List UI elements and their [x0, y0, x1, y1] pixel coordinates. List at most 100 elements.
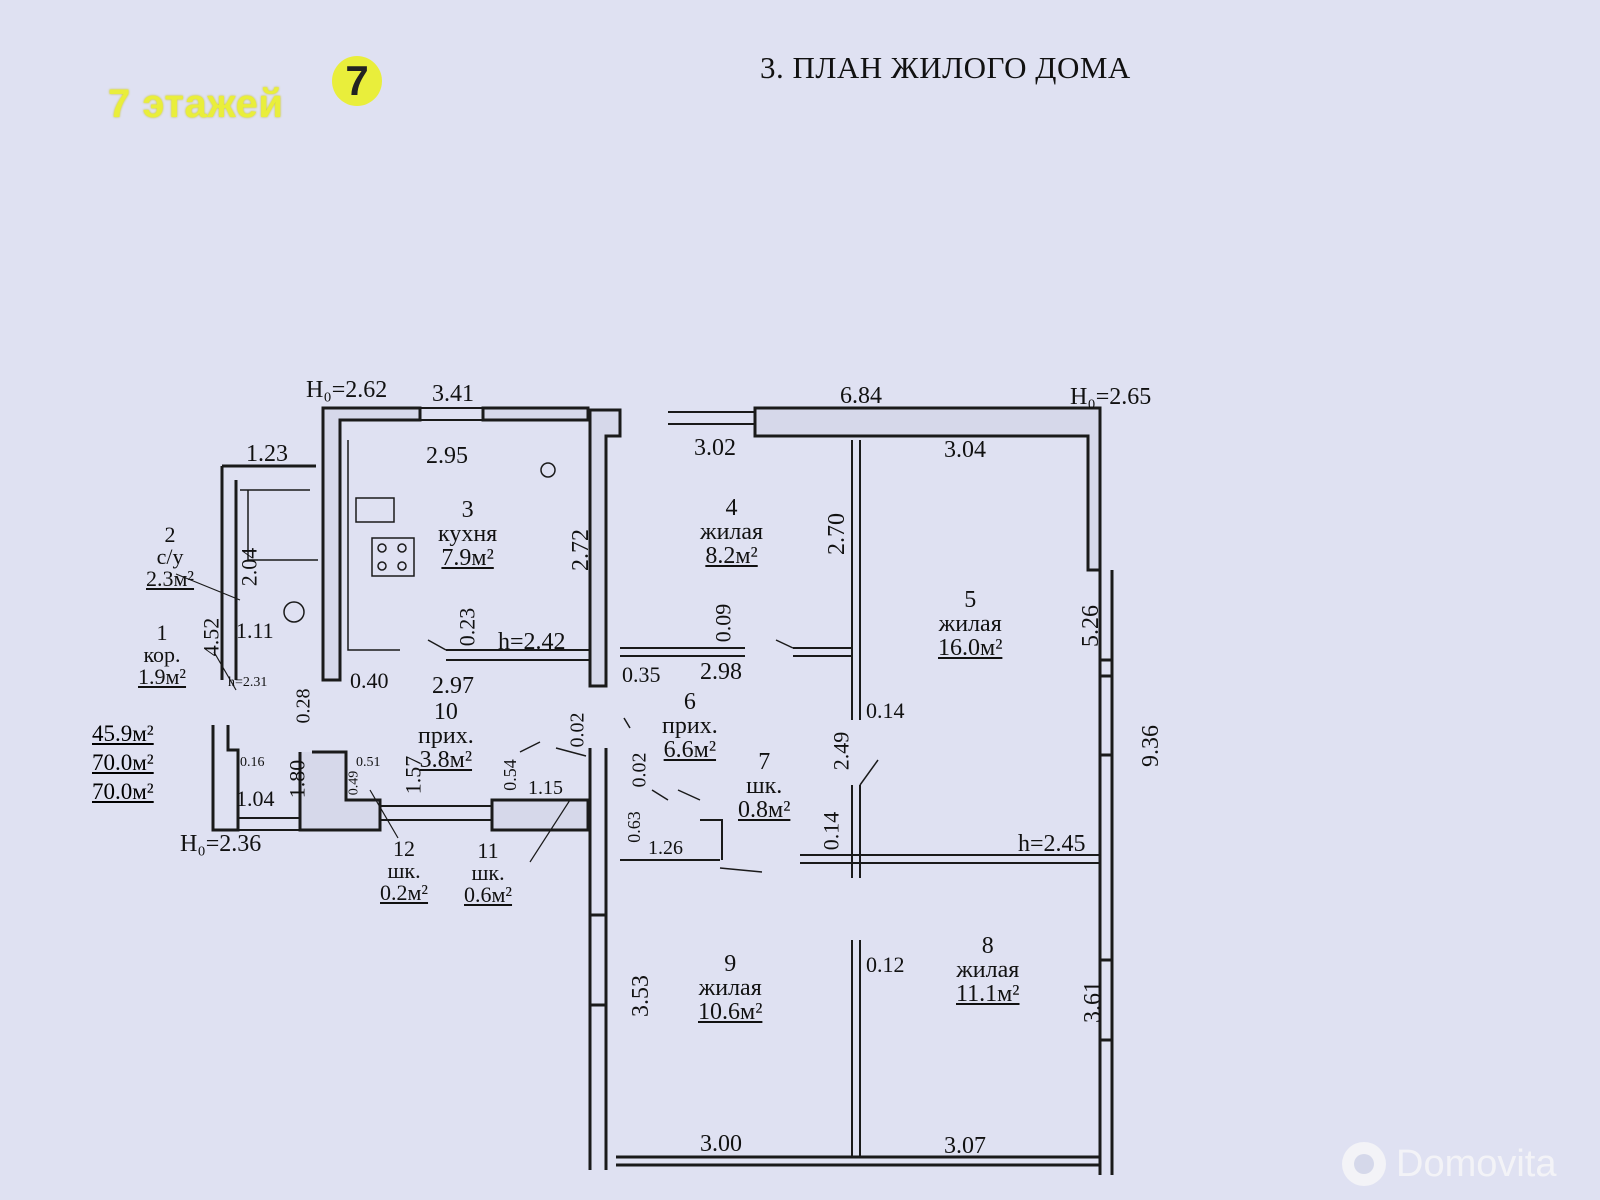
dim-028: 0.28: [292, 688, 315, 724]
dim-016: 0.16: [240, 755, 265, 770]
dim-035: 0.35: [622, 662, 661, 687]
plan-title: 3. ПЛАН ЖИЛОГО ДОМА: [760, 50, 1131, 85]
dim-049: 0.49: [346, 770, 362, 796]
brand-logo-icon: 7: [332, 56, 382, 106]
dim-304: 3.04: [944, 437, 986, 463]
partition-room4-room5: [851, 440, 861, 720]
dim-157: 1.57: [400, 755, 426, 795]
dim-302: 3.02: [694, 435, 736, 461]
total-general: 70.0м²: [92, 749, 154, 775]
dim-361: 3.61: [1080, 981, 1106, 1023]
dim-307: 3.07: [944, 1133, 986, 1159]
domovita-logo-icon: [1342, 1142, 1386, 1186]
sink-icon: [355, 497, 395, 523]
total-overall: 70.0м²: [92, 778, 154, 804]
closet-12: [298, 750, 382, 832]
bath-fixtures: [240, 489, 318, 561]
height-sw: H₀=2.36: [180, 831, 262, 857]
dim-936: 9.36: [1138, 725, 1164, 767]
domovita-watermark: Domovita: [1342, 1142, 1557, 1186]
domovita-text: Domovita: [1396, 1142, 1557, 1185]
height-ne: H₀=2.65: [1070, 384, 1152, 410]
ceiling-corridor: h=2.31: [228, 675, 268, 690]
annex-south-wall: [238, 817, 300, 831]
dim-014a: 0.14: [866, 698, 905, 723]
dim-452: 4.52: [198, 617, 224, 657]
dim-526: 5.26: [1078, 605, 1104, 647]
annex-south-west: [211, 725, 240, 832]
dim-297: 2.97: [432, 673, 474, 699]
dim-684: 6.84: [840, 383, 882, 409]
partition-room5-lower: [851, 785, 861, 878]
stove-icon: [371, 537, 415, 577]
dim-126: 1.26: [648, 837, 683, 859]
dim-123: 1.23: [246, 441, 288, 467]
ceiling-kitchen: h=2.42: [498, 629, 566, 655]
dim-002a: 0.02: [566, 712, 589, 748]
ceiling-room5: h=2.45: [1018, 831, 1086, 857]
totals-block: 45.9м² 70.0м² 70.0м²: [92, 720, 154, 806]
dim-270: 2.70: [824, 513, 850, 555]
door-marks: [427, 639, 879, 873]
north-wall-east: [753, 406, 1102, 572]
partition-room8-room9: [851, 940, 861, 1158]
dim-040: 0.40: [350, 668, 389, 693]
kitchen-counter: [347, 440, 400, 651]
dim-009: 0.09: [710, 603, 736, 643]
dim-298: 2.98: [700, 659, 742, 685]
hall-10-south: [380, 805, 492, 821]
partition-west-hall: [588, 748, 608, 1170]
dim-353: 3.53: [628, 975, 654, 1017]
annex-west-wall: [220, 466, 238, 680]
dim-300: 3.00: [700, 1131, 742, 1157]
dim-204: 2.04: [236, 547, 262, 587]
height-nw: H₀=2.62: [306, 377, 388, 403]
leader-lines: [175, 573, 571, 863]
partition-kitchen-room4: [588, 408, 622, 688]
dim-023: 0.23: [454, 607, 480, 647]
dim-115: 1.15: [528, 777, 563, 799]
closet-11: [490, 798, 590, 832]
window-north-1: [420, 407, 483, 421]
brand-watermark: 7 этажей: [108, 82, 284, 126]
partition-room5-south: [800, 854, 1100, 864]
dim-051: 0.51: [356, 755, 381, 770]
north-wall-mid: [481, 406, 590, 422]
dim-180: 1.80: [284, 759, 310, 799]
south-wall: [616, 1155, 1100, 1167]
walls: [175, 406, 1114, 1175]
partition-room4-south: [620, 647, 745, 657]
window-north-2: [668, 411, 755, 425]
dim-002b: 0.02: [628, 752, 651, 788]
dim-295: 2.95: [426, 443, 468, 469]
partition-kitchen-south: [446, 649, 590, 661]
east-wall: [1098, 570, 1114, 1175]
dim-111: 1.11: [236, 618, 274, 643]
east-wall-mullions: [1100, 658, 1112, 1042]
dim-272: 2.72: [568, 529, 594, 571]
partition-room4-south-2: [793, 647, 852, 657]
dim-014b: 0.14: [818, 811, 844, 851]
dim-012: 0.12: [866, 952, 905, 977]
dim-104: 1.04: [236, 786, 275, 811]
toilet-icon: [283, 601, 305, 623]
dim-054: 0.54: [499, 759, 520, 791]
closet-7: [700, 819, 723, 860]
dim-063: 0.63: [623, 811, 644, 843]
partition-west-hall-mark: [590, 913, 606, 1007]
dim-341: 3.41: [432, 381, 474, 407]
total-living: 45.9м²: [92, 721, 154, 746]
